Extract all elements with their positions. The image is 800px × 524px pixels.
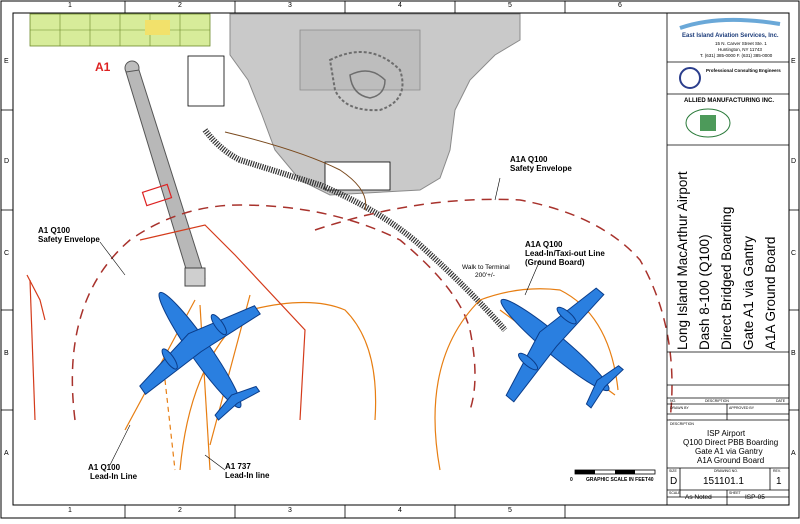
description-line-1: ISP Airport [707,429,746,438]
row-label-d: D [4,158,10,165]
project-title-line-3: Direct Bridged Boarding [719,206,734,350]
project-title: Long Island MacArthur Airport Dash 8-100… [667,150,795,350]
company-logo-allied [685,108,731,138]
rev-no-header: NO. [670,399,677,403]
rev-value: 1 [776,476,782,487]
project-title-line-1: Long Island MacArthur Airport [675,171,690,350]
col-label-6: 6 [618,2,622,9]
project-title-line-4: Gate A1 via Gantry [741,235,756,350]
rev-date-header: DATE [776,399,786,403]
scale-value: As Noted [685,494,712,501]
row-label-a-right: A [791,450,796,457]
a1-safety-label-2: Safety Envelope [38,235,100,244]
company-3-name: ALLIED MANUFACTURING INC. [684,98,774,104]
gate-label: A1 [95,60,111,74]
drawing-no-value: 151101.1 [703,476,744,487]
col-label-3-bottom: 3 [288,507,292,514]
a1-leadin-label-1: A1 Q100 [88,463,121,472]
col-label-4: 4 [398,2,402,9]
description-line-2: Q100 Direct PBB Boarding [683,438,779,447]
company-logo-eias [679,17,781,30]
row-label-a: A [4,450,9,457]
company-1-addr-2: Huntington, NY 11743 [718,47,762,52]
aircraft-a1 [139,291,261,421]
row-label-e-right: E [791,58,796,65]
description-header: DESCRIPTION [670,422,694,426]
row-label-b-right: B [791,350,796,357]
col-label-5: 5 [508,2,512,9]
company-1-addr-3: T. (631) 385-0000 F. (631) 385-0000 [700,53,773,58]
scale-end: 40 [648,477,654,483]
green-structure [29,13,211,47]
a1-737-label-2: Lead-In line [225,471,270,480]
col-label-2-bottom: 2 [178,507,182,514]
aircraft-a1a [500,287,624,409]
walkway [202,128,508,332]
col-label-3: 3 [288,2,292,9]
approved-by-label: APPROVED BY [729,406,755,410]
equipment-box [187,55,225,107]
sheet-label: SHEET [729,491,741,495]
scale-text: GRAPHIC SCALE IN FEET [586,477,648,483]
size-label: SIZE [669,469,677,473]
size-value: D [670,476,678,487]
a1a-safety-label-2: Safety Envelope [510,164,572,173]
company-1-addr-1: 15 N. Carver Street Ste. 1 [715,41,767,46]
row-label-c-right: C [791,250,797,257]
a1-leadin-label-2: Lead-In Line [90,472,138,481]
description-line-3: Gate A1 via Gantry [695,447,763,456]
row-label-b: B [4,350,9,357]
a1a-leadin-label-3: (Ground Board) [525,258,585,267]
graphic-scale [574,469,656,475]
project-title-line-2: Dash 8-100 (Q100) [697,234,712,350]
a1a-leadin-label-2: Lead-In/Taxi-out Line [525,249,605,258]
project-title-line-5: A1A Ground Board [763,236,778,350]
a1-safety-label-1: A1 Q100 [38,226,71,235]
a1-737-label-1: A1 737 [225,462,251,471]
rev-desc-header: DESCRIPTION [705,399,729,403]
company-2-name: Professional Consulting Engineers [706,68,781,73]
leader-lines [99,177,541,471]
sheet-value: ISP-05 [745,494,765,501]
scale-label: SCALE [669,491,681,495]
col-label-1: 1 [68,2,72,9]
terminal-building [229,13,521,196]
drawing-no-label: DRAWING NO. [714,469,738,473]
row-label-c: C [4,250,10,257]
a1a-safety-label-1: A1A Q100 [510,155,548,164]
description-line-4: A1A Ground Board [697,456,765,465]
col-label-5-bottom: 5 [508,507,512,514]
scale-start: 0 [570,477,573,483]
col-label-4-bottom: 4 [398,507,402,514]
title-block-frame [666,12,790,506]
a1a-leadin-label-1: A1A Q100 [525,240,563,249]
brown-line [224,131,367,211]
company-logo-pce [679,67,701,89]
walk-label-2: 200'+/- [475,272,495,279]
col-label-1-bottom: 1 [68,507,72,514]
red-lines [26,224,306,421]
row-label-e: E [4,58,9,65]
drawn-by-label: DRAWN BY [670,406,689,410]
col-label-2: 2 [178,2,182,9]
safety-envelopes [71,198,673,421]
walk-label-1: Walk to Terminal [462,264,510,271]
row-label-d-right: D [791,158,797,165]
rev-label: REV. [773,469,781,473]
lead-in-lines [124,288,619,471]
company-1-name: East Island Aviation Services, Inc. [682,33,779,39]
